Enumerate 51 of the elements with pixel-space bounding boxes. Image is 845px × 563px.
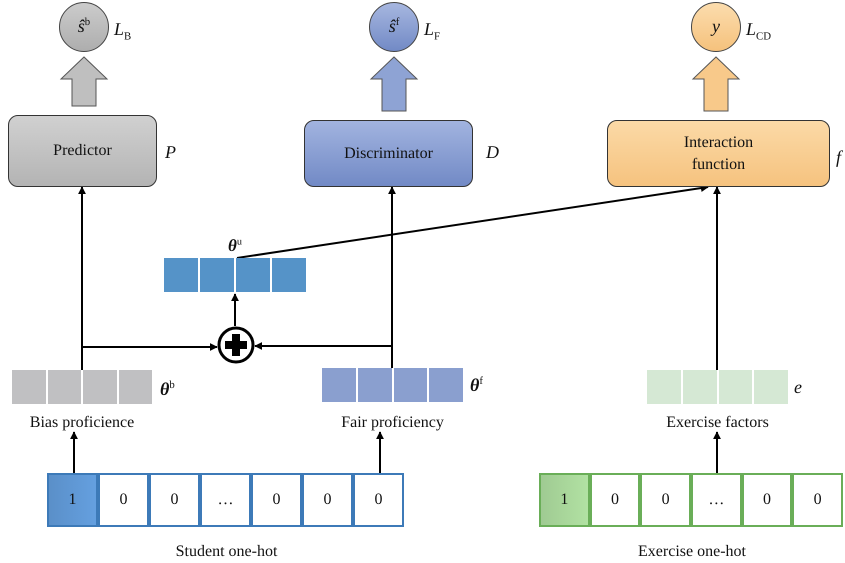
one-hot-cell: 0 <box>590 473 640 527</box>
one-hot-cell: 0 <box>98 473 149 527</box>
one-hot-cell: 1 <box>539 473 590 527</box>
one-hot-cell: 0 <box>742 473 792 527</box>
vector-caption: Exercise factors <box>666 412 769 432</box>
arrow <box>70 431 78 473</box>
module-symbol: P <box>165 143 176 163</box>
output-symbol: ŝ$^{f}$ <box>388 16 400 38</box>
vector-symbol: θ$^{f}$ <box>470 376 483 396</box>
block-arrow <box>60 56 108 106</box>
arrow <box>254 342 393 368</box>
module-symbol: f <box>836 148 842 168</box>
arrow <box>236 184 709 259</box>
vector-caption: Bias proficience <box>30 412 134 432</box>
loss-label: L$_{F}$ <box>424 20 440 44</box>
vector-symbol: e <box>794 378 802 398</box>
loss-label: L$_{CD}$ <box>746 20 772 44</box>
arrow <box>376 431 384 473</box>
output-circle <box>59 2 109 52</box>
output-circle <box>691 2 741 52</box>
arrow <box>713 186 721 370</box>
one-hot-cell: 0 <box>640 473 691 527</box>
module-box <box>304 120 473 187</box>
one-hot-cell: 0 <box>302 473 353 527</box>
strip-caption: Exercise one-hot <box>638 542 746 561</box>
output-circle <box>369 2 419 52</box>
vector-caption: Fair proficiency <box>341 412 444 432</box>
one-hot-cell: … <box>200 473 251 527</box>
loss-label: L$_{B}$ <box>114 20 132 44</box>
vector-symbol: θ$^{u}$ <box>228 236 242 256</box>
one-hot-cell: 0 <box>251 473 302 527</box>
module-box <box>607 120 830 187</box>
block-arrow <box>692 56 740 112</box>
arrow <box>81 343 218 370</box>
arrow <box>713 431 721 473</box>
module-label: Interaction function <box>682 132 754 174</box>
output-symbol: y <box>712 16 720 38</box>
module-label: Predictor <box>52 141 113 162</box>
arrow <box>231 293 239 326</box>
one-hot-cell: 0 <box>353 473 404 527</box>
module-symbol: D <box>486 143 499 163</box>
vector-symbol: θ$^{b}$ <box>160 380 175 400</box>
output-symbol: ŝ$^{b}$ <box>78 16 90 38</box>
block-arrow <box>370 56 418 112</box>
one-hot-cell: 0 <box>792 473 843 527</box>
module-label: Discriminator <box>343 144 434 164</box>
one-hot-cell: 1 <box>47 473 98 527</box>
one-hot-cell: … <box>691 473 742 527</box>
strip-caption: Student one-hot <box>176 542 278 561</box>
one-hot-cell: 0 <box>149 473 200 527</box>
module-box <box>8 115 157 187</box>
